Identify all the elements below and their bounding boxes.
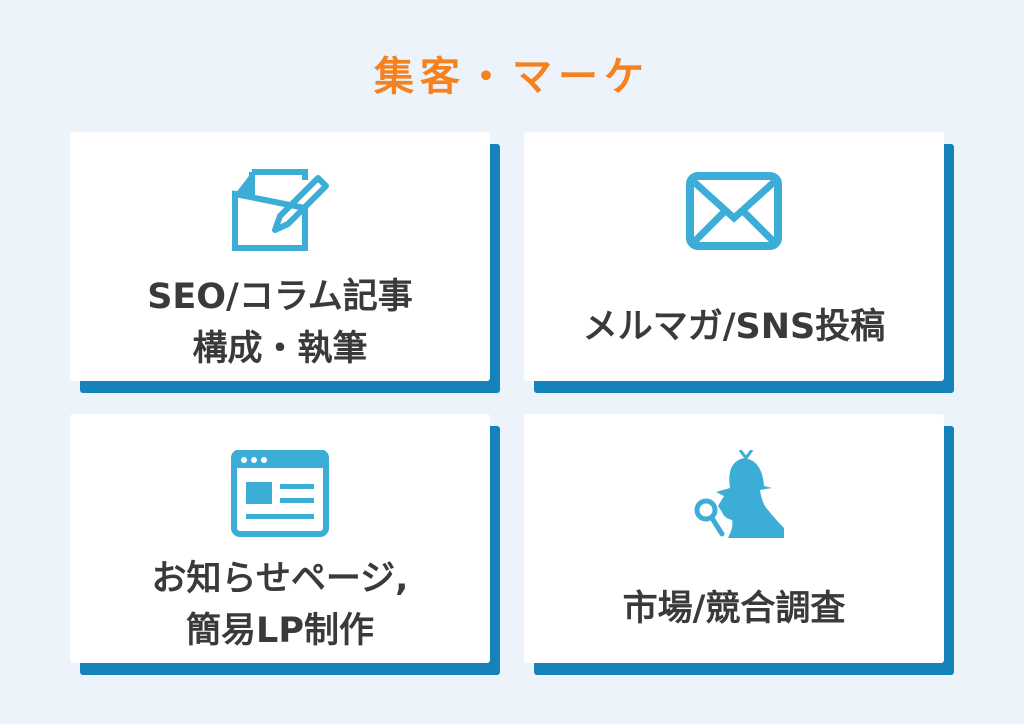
service-card-lp: お知らせページ, 簡易LP制作 bbox=[70, 414, 500, 675]
card-label-line1: 市場/競合調査 bbox=[622, 589, 846, 629]
card-face: お知らせページ, 簡易LP制作 bbox=[70, 414, 490, 663]
card-label-line1: お知らせページ, bbox=[151, 559, 409, 599]
card-face: メルマガ/SNS投稿 bbox=[524, 132, 944, 381]
card-face: SEO/コラム記事 構成・執筆 bbox=[70, 132, 490, 381]
card-label-line1: メルマガ/SNS投稿 bbox=[582, 307, 886, 347]
browser-window-icon bbox=[231, 450, 329, 537]
service-card-research: 市場/競合調査 bbox=[524, 414, 954, 675]
card-label-line1: SEO/コラム記事 bbox=[147, 277, 413, 317]
card-face: 市場/競合調査 bbox=[524, 414, 944, 663]
card-label-line2: 簡易LP制作 bbox=[186, 611, 374, 651]
card-label-line2: 構成・執筆 bbox=[192, 329, 368, 369]
detective-magnifier-icon bbox=[694, 450, 784, 538]
service-card-seo: SEO/コラム記事 構成・執筆 bbox=[70, 132, 500, 393]
envelope-icon bbox=[686, 172, 782, 250]
document-pencil-icon bbox=[232, 169, 329, 251]
service-card-newsletter: メルマガ/SNS投稿 bbox=[524, 132, 954, 393]
page-title: 集客・マーケ bbox=[374, 54, 650, 100]
